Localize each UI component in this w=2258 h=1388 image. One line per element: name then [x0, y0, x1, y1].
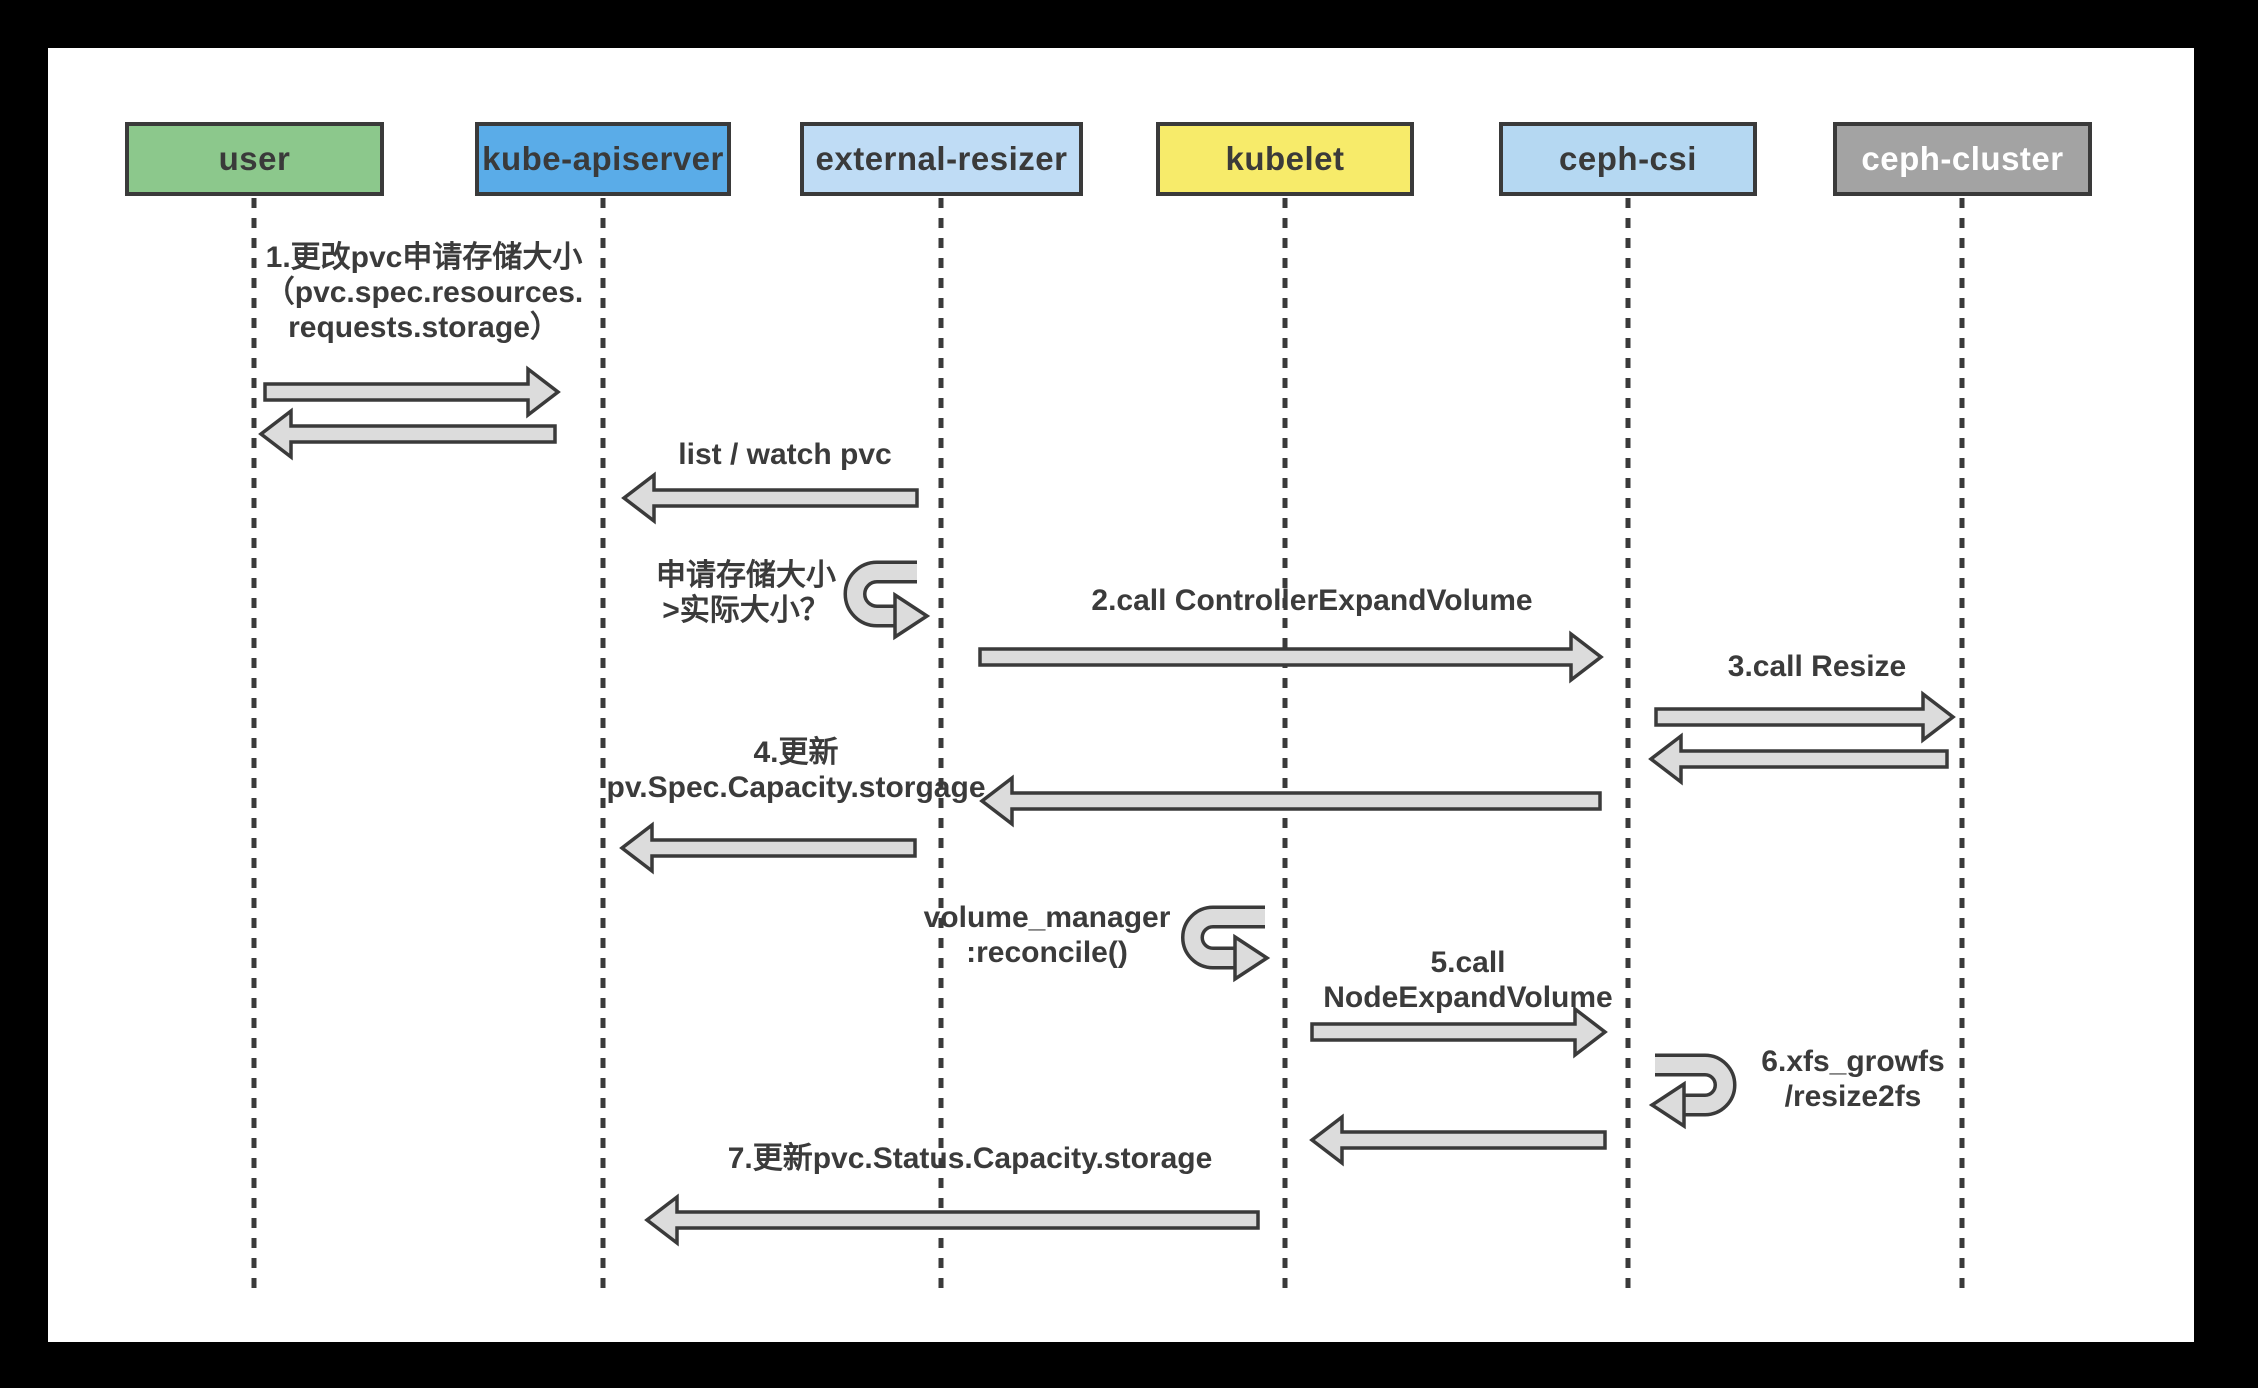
arrow-cluster-to-cephcsi-return: [1648, 732, 1949, 786]
message-5-node-expand: 5.call NodeExpandVolume: [1323, 946, 1613, 1014]
message-volume-manager: volume_manager :reconcile(): [923, 901, 1171, 969]
actor-user: user: [125, 122, 384, 196]
arrow-cephcsi-to-resizer-return: [979, 774, 1602, 828]
actor-external-resizer: external-resizer: [800, 122, 1083, 196]
arrow-resizer-to-apiserver-update: [619, 821, 917, 875]
actor-kube-apiserver-label: kube-apiserver: [482, 140, 724, 177]
arrow-kubelet-to-apiserver-status: [644, 1193, 1260, 1247]
actor-external-resizer-label: external-resizer: [815, 140, 1068, 177]
actor-kubelet-label: kubelet: [1225, 140, 1345, 177]
actor-kube-apiserver: kube-apiserver: [475, 122, 731, 196]
actor-ceph-csi-label: ceph-csi: [1559, 140, 1697, 177]
arrow-apiserver-to-user: [258, 407, 557, 461]
message-2-controller-expand: 2.call ControllerExpandVolume: [1091, 584, 1533, 617]
arrow-cephcsi-to-cluster-resize: [1654, 690, 1956, 744]
actor-user-label: user: [218, 140, 291, 177]
message-6-xfs-growfs: 6.xfs_growfs /resize2fs: [1761, 1045, 1945, 1113]
message-1-change-pvc-size: 1.更改pvc申请存储大小 （pvc.spec.resources. reque…: [264, 241, 584, 344]
message-7-update-pvc-status: 7.更新pvc.Status.Capacity.storage: [727, 1142, 1213, 1175]
arrow-resizer-to-apiserver-listwatch: [621, 471, 919, 525]
selfloop-resizer-check: [843, 560, 931, 641]
selfloop-cephcsi-growfs: [1648, 1053, 1737, 1130]
arrow-kubelet-to-cephcsi-nodeexpand: [1310, 1005, 1608, 1059]
actor-kubelet: kubelet: [1156, 122, 1414, 196]
arrow-user-to-apiserver: [263, 365, 561, 419]
message-4-update-pv-capacity: 4.更新 pv.Spec.Capacity.storgage: [606, 736, 986, 804]
selfloop-kubelet-reconcile: [1181, 905, 1271, 983]
arrow-cephcsi-to-kubelet-return: [1309, 1113, 1607, 1167]
diagram-canvas: [48, 48, 2194, 1342]
actor-ceph-cluster: ceph-cluster: [1833, 122, 2092, 196]
arrow-resizer-to-cephcsi-expand: [978, 630, 1604, 684]
actor-ceph-cluster-label: ceph-cluster: [1861, 140, 2064, 177]
actor-ceph-csi: ceph-csi: [1499, 122, 1757, 196]
message-size-check: 申请存储大小 >实际大小？: [656, 559, 836, 627]
message-3-call-resize: 3.call Resize: [1727, 650, 1907, 683]
message-list-watch-pvc: list / watch pvc: [678, 438, 892, 471]
